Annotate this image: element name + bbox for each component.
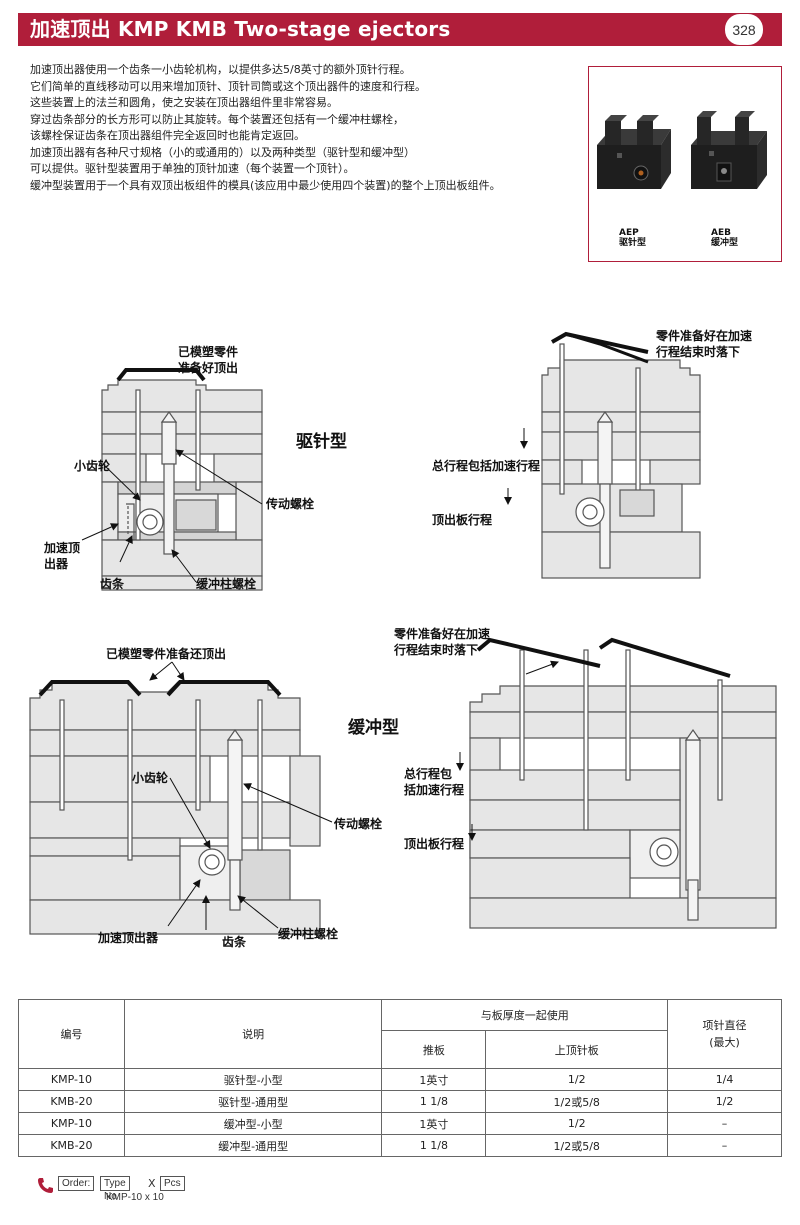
cell-desc: 驱针型-小型 (123, 1068, 383, 1091)
col-header-push-plate: 推板 (381, 1030, 487, 1069)
table-row: KMP-10 缓冲型-小型 1英寸 1/2 – (18, 1112, 782, 1135)
order-example-value: KMP-10 x 10 (106, 1192, 164, 1203)
ejector-diagrams: 驱针型 缓冲型 已模塑零件 准备好顶出 小齿轮 传动螺栓 加速顶 出器 齿条 缓… (0, 300, 800, 980)
aeb-code: AEB (711, 228, 731, 238)
intro-line: 它们简单的直线移动可以用来增加顶针、顶针司筒或这个顶出器件的速度和行程。 (30, 79, 426, 93)
cell-code: KMB-20 (18, 1090, 125, 1113)
table-row: KMB-20 缓冲型-通用型 1 1/8 1/2或5/8 – (18, 1134, 782, 1157)
aeb-type: 缓冲型 (711, 238, 739, 248)
diagram-buffer-closed (29, 680, 321, 935)
pcs-label: Pcs (160, 1176, 185, 1191)
page-number: 328 (724, 13, 764, 46)
product-photo-box: AEP 驱针型 AEB 缓冲型 (588, 66, 782, 262)
cell-top: 1/2 (485, 1068, 669, 1091)
label-d4-total-stroke: 总行程包 括加速行程 (404, 767, 465, 797)
buffer-type-title: 缓冲型 (348, 718, 399, 738)
label-d4-part-drop: 零件准备好在加速 行程结束时落下 (394, 627, 491, 657)
cell-push: 1英寸 (381, 1112, 487, 1135)
cell-code: KMB-20 (18, 1134, 125, 1157)
cell-pin: 1/2 (667, 1090, 782, 1113)
label-d3-buffer-bolt: 缓冲柱螺栓 (278, 927, 339, 941)
table-row: KMP-10 驱针型-小型 1英寸 1/2 1/4 (18, 1068, 782, 1091)
cell-pin: 1/4 (667, 1068, 782, 1091)
cell-desc: 缓冲型-小型 (123, 1112, 383, 1135)
intro-line: 可以提供。驱针型装置用于单独的顶针加速（每个装置一个顶针）。 (30, 162, 355, 175)
cell-pin: – (667, 1134, 782, 1157)
aep-product-image (597, 115, 671, 189)
intro-line: 缓冲型装置用于一个具有双顶出板组件的模具(该应用中最少使用四个装置)的整个上顶出… (30, 178, 501, 192)
intro-line: 加速顶出器使用一个齿条一小齿轮机构，以提供多达5/8英寸的额外顶针行程。 (30, 63, 411, 76)
diagram-drive-closed (101, 368, 263, 591)
intro-text: 加速顶出器使用一个齿条一小齿轮机构，以提供多达5/8英寸的额外顶针行程。 它们简… (30, 62, 580, 194)
aeb-product-image (691, 111, 767, 189)
cell-desc: 缓冲型-通用型 (123, 1134, 383, 1157)
label-d1-part-ready: 已模塑零件 准备好顶出 (178, 345, 239, 375)
drive-type-title: 驱针型 (296, 432, 347, 452)
aeb-caption: AEB 缓冲型 (711, 228, 738, 248)
diagram-buffer-open (469, 637, 777, 929)
col-header-plate-group: 与板厚度一起使用 (381, 999, 669, 1031)
label-d1-buffer-bolt: 缓冲柱螺栓 (196, 577, 257, 591)
cell-code: KMP-10 (18, 1068, 125, 1091)
leader-lines (81, 428, 559, 930)
label-d3-pinion: 小齿轮 (132, 771, 169, 785)
times-sign: X (148, 1177, 156, 1190)
aep-type: 驱针型 (619, 238, 647, 248)
phone-icon (38, 1178, 53, 1193)
col-header-pin-dia: 项针直径 (最大) (667, 999, 782, 1069)
cell-push: 1 1/8 (381, 1134, 487, 1157)
order-label: Order: (58, 1176, 95, 1191)
product-photos (597, 111, 767, 189)
spec-table: 编号 说明 与板厚度一起使用 项针直径 (最大) 推板 上顶针板 KMP-10 … (18, 999, 782, 1157)
diagram-drive-open (541, 331, 701, 579)
label-d1-accelerator: 加速顶 出器 (44, 541, 81, 571)
label-d3-drive-bolt: 传动螺栓 (334, 817, 383, 831)
label-d3-part: 已模塑零件准备还顶出 (106, 647, 227, 661)
label-d1-drive-bolt: 传动螺栓 (266, 497, 315, 511)
label-d2-part-drop: 零件准备好在加速 行程结束时落下 (656, 329, 753, 359)
label-d3-accelerator: 加速顶出器 (98, 931, 159, 945)
intro-line: 加速顶出器有各种尺寸规格（小的或通用的）以及两种类型（驱针型和缓冲型） (30, 145, 415, 159)
cell-top: 1/2或5/8 (485, 1134, 669, 1157)
page-title: 加速顶出 KMP KMB Two-stage ejectors (30, 17, 451, 41)
intro-line: 穿过齿条部分的长方形可以防止其旋转。每个装置还包括有一个缓冲柱螺栓， (30, 112, 404, 126)
col-header-code: 编号 (18, 999, 125, 1069)
label-d1-pinion: 小齿轮 (74, 459, 111, 473)
type-no-label: Type No (100, 1176, 130, 1202)
aep-code: AEP (619, 228, 639, 238)
cell-top: 1/2 (485, 1112, 669, 1135)
col-header-top-plate: 上顶针板 (485, 1030, 669, 1069)
intro-line: 该螺栓保证齿条在顶出器组件完全返回时也能肯定返回。 (30, 129, 305, 142)
cell-push: 1英寸 (381, 1068, 487, 1091)
cell-top: 1/2或5/8 (485, 1090, 669, 1113)
ejector-schematic (29, 331, 777, 935)
intro-line: 这些装置上的法兰和圆角，使之安装在顶出器组件里非常容易。 (30, 96, 338, 109)
col-header-desc: 说明 (123, 999, 383, 1069)
label-d1-rack: 齿条 (100, 577, 125, 591)
label-d2-total-stroke: 总行程包括加速行程 (432, 459, 541, 473)
label-d3-rack: 齿条 (222, 935, 247, 949)
cell-desc: 驱针型-通用型 (123, 1090, 383, 1113)
cell-pin: – (667, 1112, 782, 1135)
header-bar (18, 13, 782, 46)
cell-code: KMP-10 (18, 1112, 125, 1135)
cell-push: 1 1/8 (381, 1090, 487, 1113)
aep-caption: AEP 驱针型 (619, 228, 646, 248)
table-row: KMB-20 驱针型-通用型 1 1/8 1/2或5/8 1/2 (18, 1090, 782, 1113)
label-d4-plate-stroke: 顶出板行程 (404, 837, 465, 851)
label-d2-plate-stroke: 顶出板行程 (432, 513, 493, 527)
